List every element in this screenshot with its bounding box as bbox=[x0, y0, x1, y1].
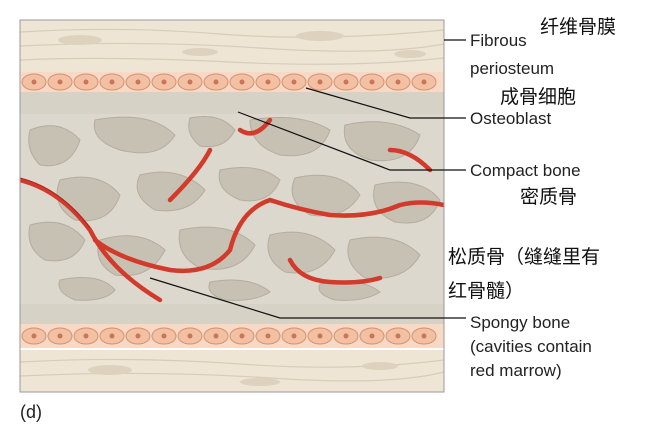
compact-bone-band-top bbox=[20, 92, 444, 114]
label-spongy-bone-cn-line2: 红骨髓） bbox=[448, 280, 525, 302]
label-fibrous-cn: 纤维骨膜 bbox=[540, 16, 617, 38]
leader-compact-bone bbox=[237, 111, 466, 171]
compact-bone-band-bottom bbox=[20, 304, 444, 324]
label-fibrous-line1: Fibrous bbox=[470, 31, 527, 50]
label-spongy-bone-en-line1: Spongy bone bbox=[470, 313, 571, 332]
osteoblast-layer-top bbox=[20, 72, 444, 92]
leader-osteoblast bbox=[305, 87, 466, 119]
label-compact-bone-en: Compact bone bbox=[470, 161, 581, 180]
osteoblast-layer-bottom bbox=[20, 324, 444, 348]
vessel-outline bbox=[20, 177, 91, 229]
label-spongy-bone-cn-line1: 松质骨（缝缝里有 bbox=[448, 246, 601, 268]
panel-tag: (d) bbox=[20, 402, 42, 422]
leader-spongy-bone bbox=[149, 277, 466, 319]
illustration-frame bbox=[19, 19, 445, 393]
label-osteoblast-en: Osteoblast bbox=[470, 109, 552, 128]
label-spongy-bone-en-line3: red marrow) bbox=[470, 361, 562, 380]
spongy-bone-cavities bbox=[28, 116, 441, 301]
label-compact-bone-cn: 密质骨 bbox=[520, 186, 578, 208]
fibroblast-cells bbox=[58, 31, 426, 386]
fibrous-periosteum-bottom bbox=[20, 350, 444, 392]
blood-vessels bbox=[20, 117, 444, 303]
label-spongy-bone-en-line2: (cavities contain bbox=[470, 337, 592, 356]
label-osteoblast-cn: 成骨细胞 bbox=[500, 86, 577, 108]
leader-lines bbox=[149, 39, 466, 319]
label-fibrous-line2: periosteum bbox=[470, 59, 555, 78]
